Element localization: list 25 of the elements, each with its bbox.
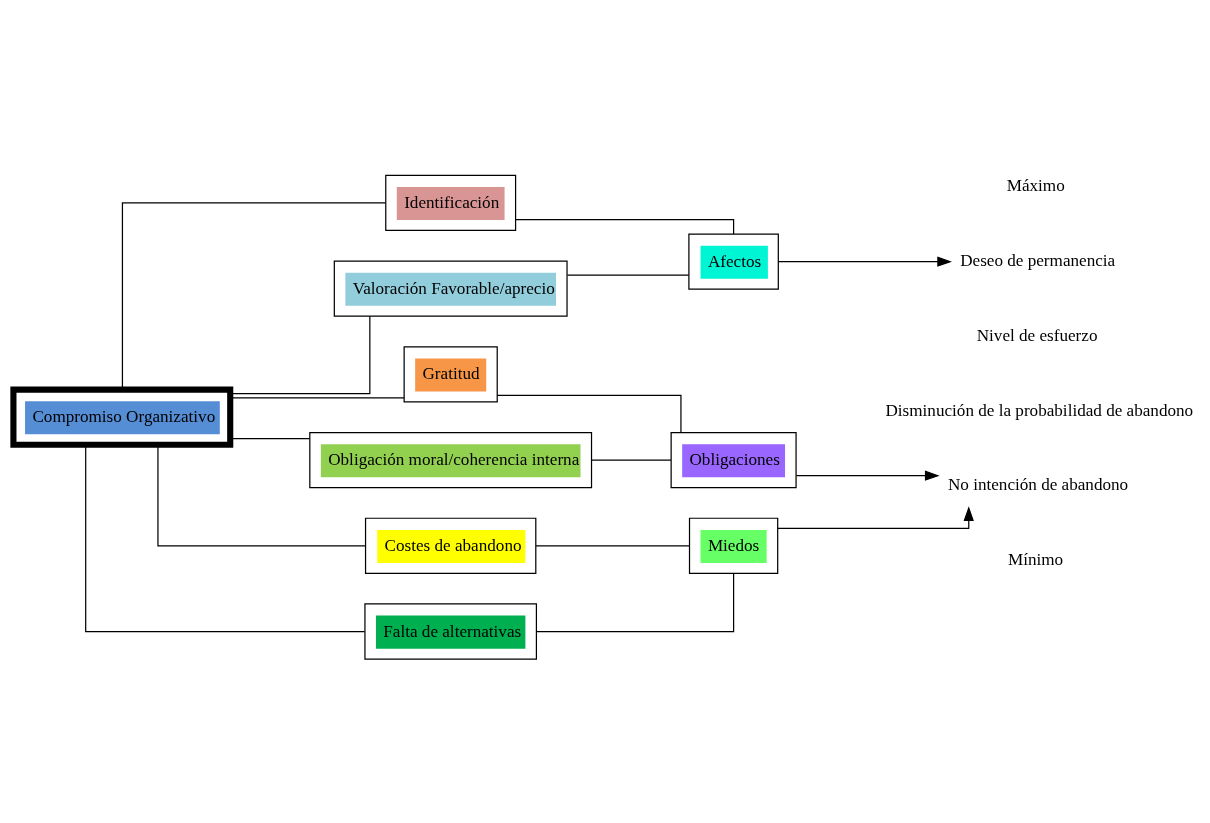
- connector: [536, 572, 735, 632]
- node-box: Identificación: [385, 174, 517, 231]
- connector: [566, 274, 690, 276]
- connector: [535, 544, 690, 546]
- node-box: Afectos: [688, 233, 779, 290]
- node-box: Gratitud: [403, 345, 498, 402]
- arrow: [795, 470, 940, 481]
- node-text: No intención de abandono: [947, 474, 1129, 494]
- node-box: Obligaciones: [670, 431, 797, 488]
- connector: [591, 458, 672, 461]
- node-box: Costes de abandono: [364, 517, 537, 574]
- node-box: Miedos: [688, 517, 779, 574]
- connector: [496, 394, 682, 433]
- node-text: Deseo de permanencia: [960, 250, 1116, 270]
- label: Mínimo: [1007, 549, 1064, 569]
- label: Disminución de la probabilidad de abandono: [885, 400, 1194, 420]
- label: Nivel de esfuerzo: [976, 325, 1098, 345]
- connector: [121, 201, 387, 390]
- node-box: Obligación moral/coherencia interna: [309, 431, 593, 488]
- label: Máximo: [1006, 175, 1065, 195]
- arrow: [777, 505, 974, 529]
- node-box: Valoración Favorable/aprecio: [333, 259, 568, 317]
- node-box: Compromiso Organizativo: [10, 386, 234, 448]
- arrow: [777, 256, 952, 267]
- node-box: Falta de alternativas: [364, 602, 537, 660]
